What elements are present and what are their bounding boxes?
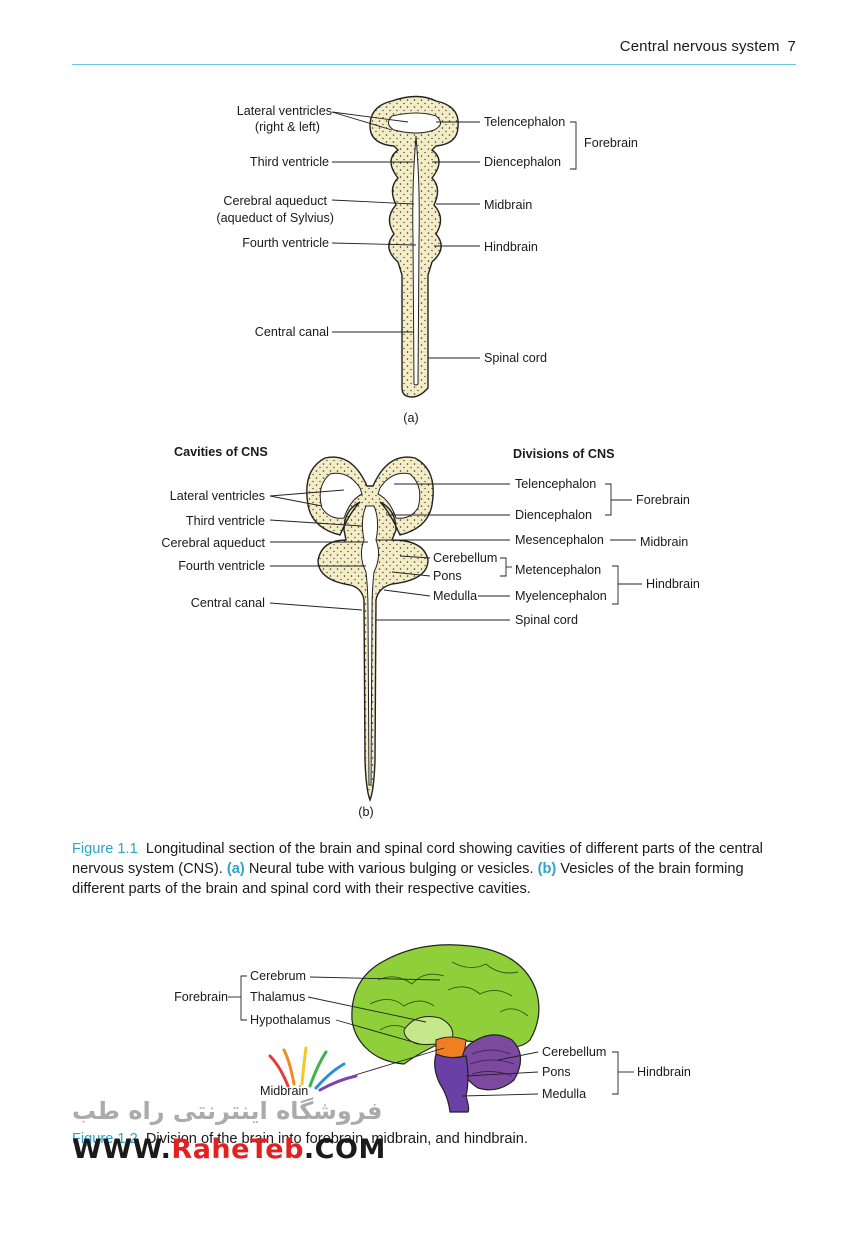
watermark-url: WWW.RaheTeb.COM [72, 1134, 386, 1165]
figure-1-2-caption: Figure 1.2 Division of the brain into fo… [72, 1131, 796, 1147]
fig-a-left-label-1: Lateral ventricles [237, 104, 332, 118]
watermark-book-logo-icon [268, 1046, 358, 1092]
watermark-url-prefix: WWW. [72, 1134, 172, 1165]
fig-2-forebrain-part-2: Thalamus [250, 990, 305, 1004]
cerebellum-shape [461, 1034, 522, 1091]
fig-a-left-label-2: (right & left) [255, 120, 320, 134]
fig-2-labels: Forebrain Cerebrum Thalamus Hypothalamus… [174, 969, 691, 1101]
brain-illustration [351, 944, 540, 1113]
fig-b-right-label-5: Myelencephalon [515, 589, 607, 603]
fig-2-forebrain-part-3: Hypothalamus [250, 1013, 331, 1027]
neural-tube-a-cavity [388, 112, 441, 386]
fig-2-hindbrain-label: Hindbrain [637, 1065, 691, 1079]
fig-b-leader-lines [269, 483, 642, 621]
fig-b-right-label-3: Mesencephalon [515, 533, 604, 547]
cerebellum-folia [469, 1049, 515, 1077]
fig-b-inner-label-1: Cerebellum [433, 551, 497, 565]
neural-tube-b [306, 456, 434, 802]
fig-2-midbrain-label: Midbrain [260, 1084, 308, 1098]
fig-2-forebrain-label: Forebrain [174, 990, 228, 1004]
fig-b-right-label-2: Diencephalon [515, 508, 592, 522]
fig-b-left-label-4: Fourth ventricle [178, 559, 265, 573]
cerebrum-shape [351, 944, 540, 1065]
watermark-persian-text: فروشگاه اینترنتی راه طب [72, 1097, 383, 1125]
watermark-url-suffix: .COM [303, 1134, 386, 1165]
fig-a-panel-label: (a) [403, 411, 418, 425]
watermark-url-brand: RaheTeb [171, 1134, 304, 1165]
fig-b-right-label-4: Metencephalon [515, 563, 601, 577]
fig-b-right-label-6: Spinal cord [515, 613, 578, 627]
caption-1-figure-label: Figure 1.1 [72, 841, 138, 857]
fig-b-panel-label: (b) [358, 805, 373, 819]
fig-a-leader-lines [331, 111, 577, 359]
fig-2-hindbrain-part-2: Pons [542, 1065, 571, 1079]
fig-b-left-label-2: Third ventricle [186, 514, 265, 528]
caption-1-b-label: (b) [537, 861, 557, 877]
fig-a-left-label-5: (aqueduct of Sylvius) [216, 211, 334, 225]
fig-2-hindbrain-part-3: Medulla [542, 1087, 586, 1101]
caption-1-text-2: Neural tube with various bulging or vesi… [248, 861, 534, 877]
fig-b-left-label-1: Lateral ventricles [170, 489, 265, 503]
fig-a-left-label-7: Central canal [255, 325, 329, 339]
figure-1-1-caption: Figure 1.1 Longitudinal section of the b… [72, 839, 796, 899]
header-rule [72, 64, 796, 65]
caption-1-text-3: Vesicles of the brain forming different … [72, 861, 744, 897]
midbrain-shape [435, 1036, 467, 1059]
fig-b-group-forebrain: Forebrain [636, 493, 690, 507]
fig-a-right-label-4: Hindbrain [484, 240, 538, 254]
fig-2-hindbrain-part-1: Cerebellum [542, 1045, 606, 1059]
fig-a-right-label-5: Spinal cord [484, 351, 547, 365]
fig-a-right-label-2: Diencephalon [484, 155, 561, 169]
fig-b-group-midbrain: Midbrain [640, 535, 688, 549]
fig-b-heading-cavities: Cavities of CNS [174, 445, 268, 459]
fig-b-heading-divisions: Divisions of CNS [513, 447, 614, 461]
fig-a-group-label: Forebrain [584, 136, 638, 150]
neural-tube-a [369, 95, 459, 398]
fig-b-right-label-1: Telencephalon [515, 477, 596, 491]
fig-b-left-label-3: Cerebral aqueduct [161, 536, 265, 550]
fig-a-right-label-3: Midbrain [484, 198, 532, 212]
caption-2-text: Division of the brain into forebrain, mi… [145, 1131, 528, 1147]
fig-a-left-label-6: Fourth ventricle [242, 236, 329, 250]
fig-a-right-label-1: Telencephalon [484, 115, 565, 129]
fig-a-labels: Lateral ventricles (right & left) Third … [216, 104, 638, 425]
header-title: Central nervous system [619, 38, 780, 55]
fig-2-forebrain-part-1: Cerebrum [250, 969, 306, 983]
fig-b-inner-label-3: Medulla [433, 589, 477, 603]
caption-1-a-label: (a) [226, 861, 245, 877]
fig-b-left-label-5: Central canal [191, 596, 265, 610]
fig-2-leader-lines [228, 975, 634, 1097]
page-number: 7 [787, 38, 796, 55]
fig-b-labels: Cavities of CNS Divisions of CNS Lateral… [161, 445, 700, 819]
brainstem-shape [434, 1053, 470, 1113]
fig-a-left-label-4: Cerebral aqueduct [223, 194, 327, 208]
fig-b-inner-label-2: Pons [433, 569, 462, 583]
caption-1-text-1: Longitudinal section of the brain and sp… [72, 841, 763, 877]
fig-a-left-label-3: Third ventricle [250, 155, 329, 169]
running-header: Central nervous system 7 [0, 38, 796, 55]
caption-2-figure-label: Figure 1.2 [72, 1131, 138, 1147]
fig-b-group-hindbrain: Hindbrain [646, 577, 700, 591]
